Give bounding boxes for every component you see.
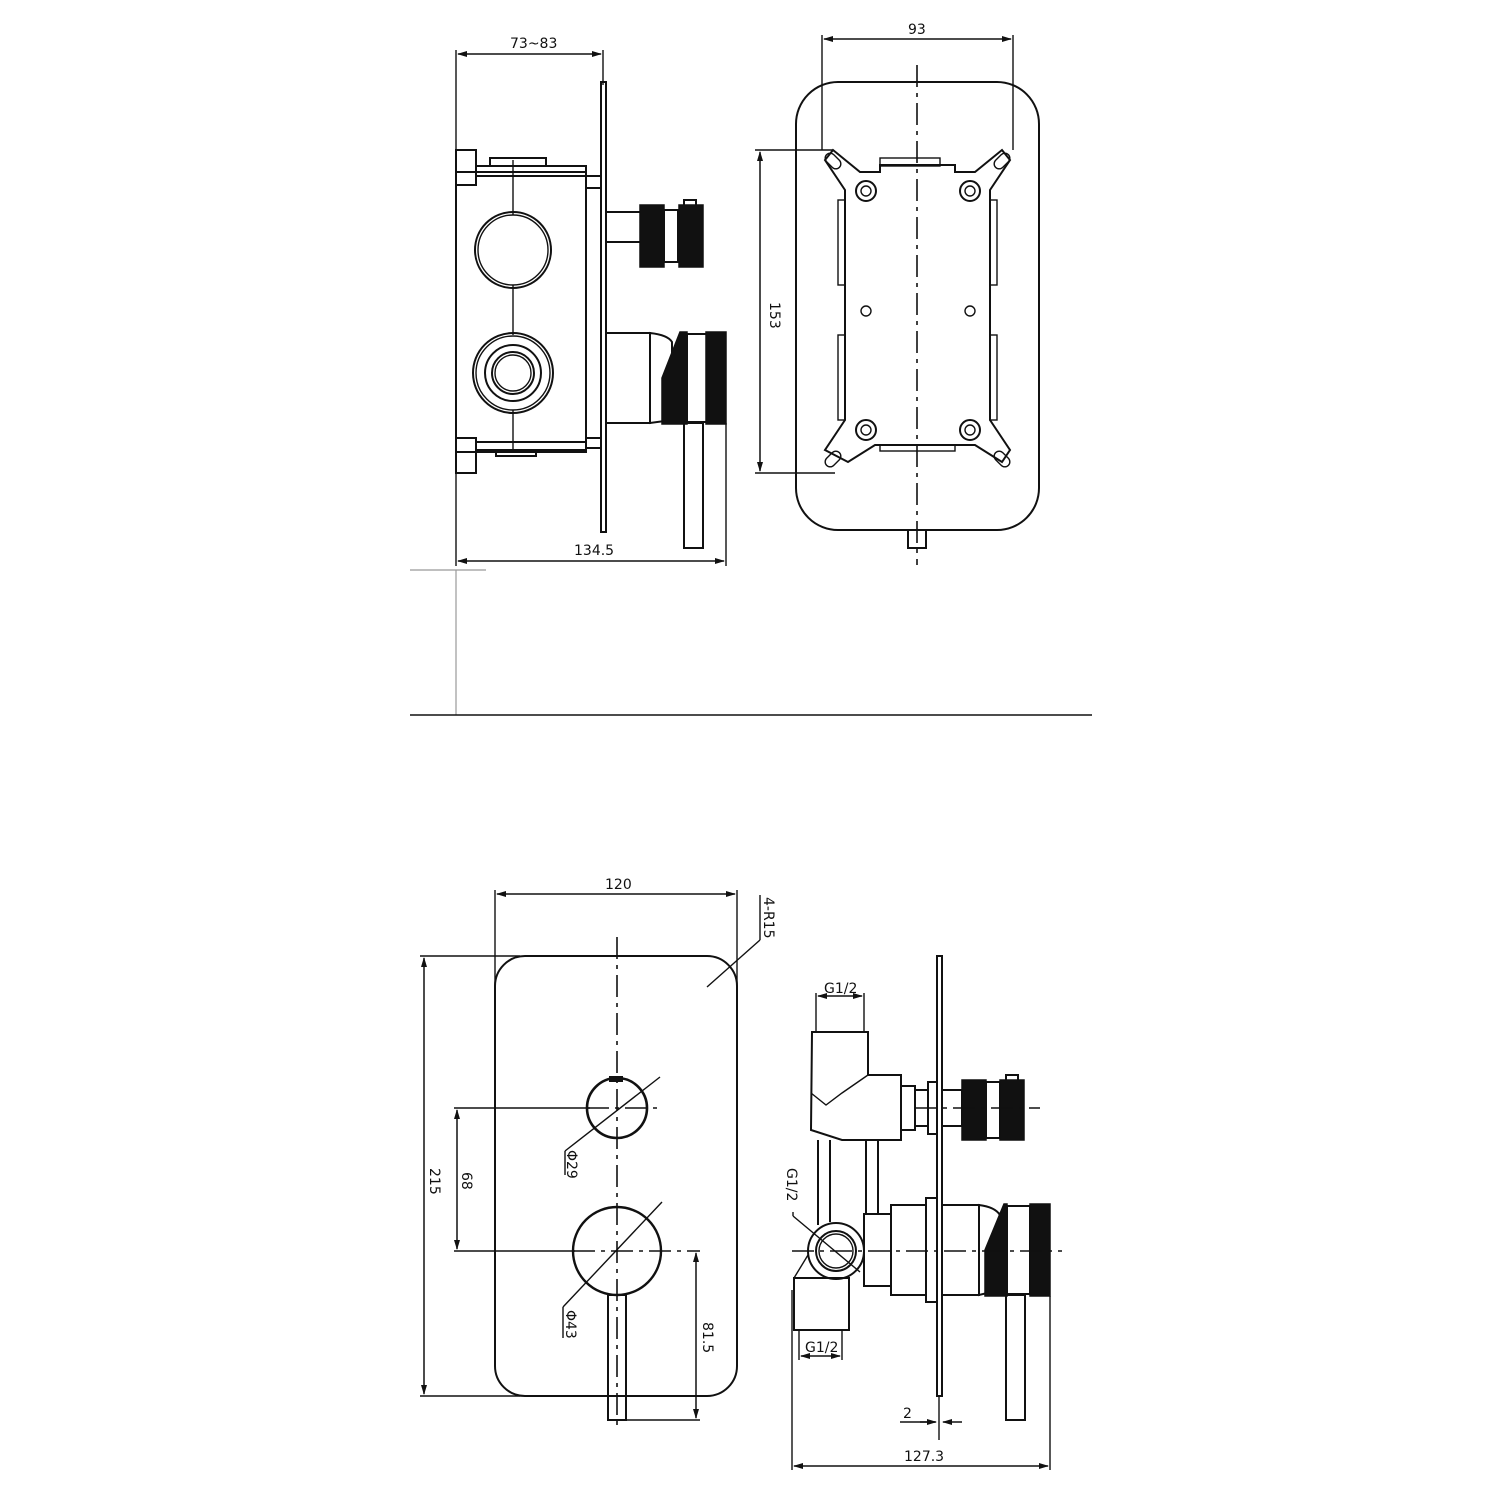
dim-total-depth-134-5: 134.5 [574, 543, 614, 559]
dim-small-knob-phi29: Φ29 [563, 1150, 579, 1179]
dim-plate-width-120: 120 [605, 877, 632, 893]
dim-plate-height-215: 215 [426, 1168, 442, 1195]
rough-in-side-view: 73~83 [455, 36, 727, 566]
dim-side-thread-g1-2: G1/2 [783, 1168, 799, 1201]
rough-in-front-view: 93 153 [755, 22, 1040, 565]
dim-knob-spacing-68: 68 [458, 1172, 474, 1190]
dim-bottom-thread-g1-2: G1/2 [805, 1340, 838, 1356]
trim-side-view: G1/2 G1/2 [783, 955, 1062, 1470]
dim-corner-radius-4-r15: 4-R15 [760, 897, 776, 939]
dim-plate-thickness-2: 2 [903, 1406, 912, 1422]
dim-total-depth-127-3: 127.3 [904, 1449, 944, 1465]
dim-lever-81-5: 81.5 [699, 1322, 715, 1353]
dim-bracket-width-93: 93 [908, 22, 926, 38]
dim-top-thread-g1-2: G1/2 [824, 981, 857, 997]
dim-depth-73-83: 73~83 [510, 36, 557, 52]
dim-bracket-height-153: 153 [766, 302, 782, 329]
separator-line [410, 569, 1092, 716]
dim-large-knob-phi43: Φ43 [562, 1310, 578, 1339]
trim-plate-front-view: 120 4-R15 Φ29 Φ43 215 68 [420, 877, 776, 1430]
